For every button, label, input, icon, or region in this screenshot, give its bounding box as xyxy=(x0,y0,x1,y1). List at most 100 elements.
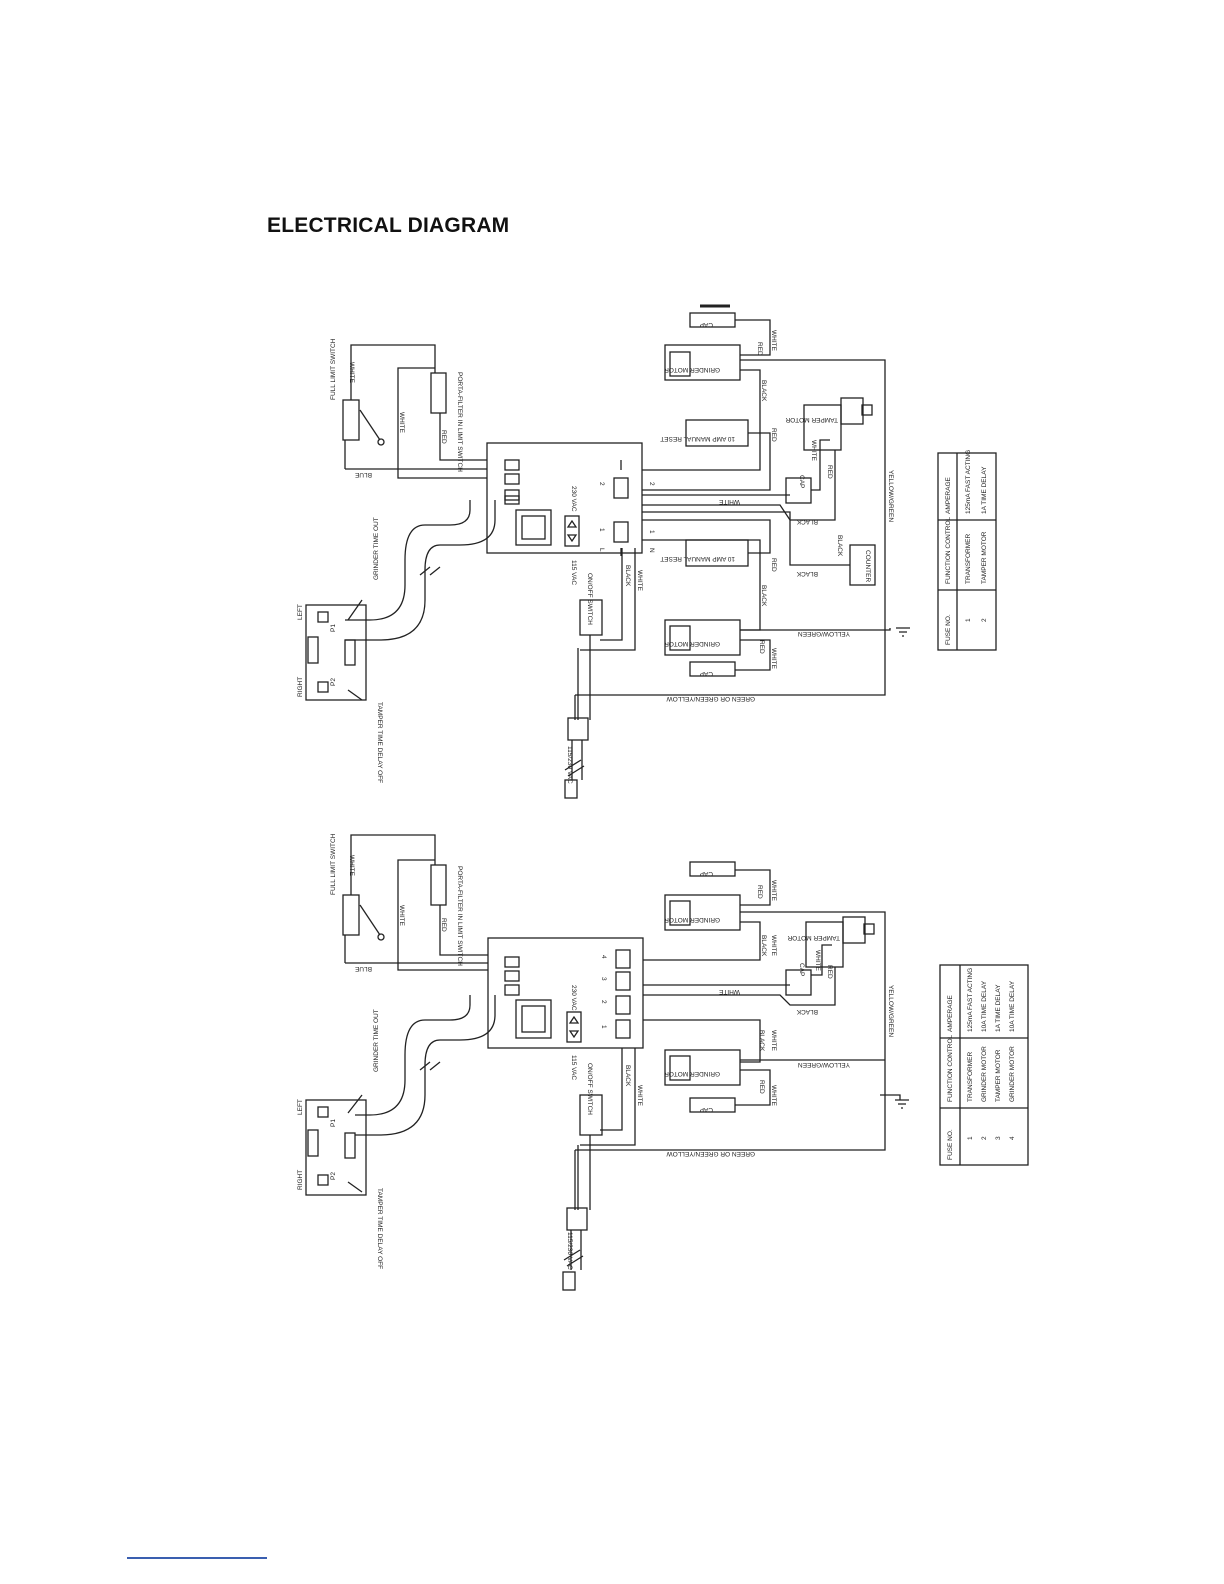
wire-label: BLUE xyxy=(354,965,372,972)
fuse-table-header: FUSE NO. xyxy=(945,614,952,645)
full-limit-switch-label-2: FULL LIMIT SWITCH xyxy=(330,833,337,895)
wire-label: BLACK xyxy=(760,380,767,402)
left-right-panel-2 xyxy=(305,1099,367,1196)
wire-label: GREEN OR GREEN/YELLOW xyxy=(666,1150,755,1157)
terminal-label: 2 xyxy=(600,1000,607,1004)
manual-reset-bottom-label: 10 AMP MANUAL RESET xyxy=(660,555,735,562)
terminal-label: L xyxy=(598,548,605,552)
p2-label: P2 xyxy=(330,678,337,686)
wire-label: WHITE xyxy=(348,362,355,384)
full-limit-switch xyxy=(342,399,360,441)
p1-label: P1 xyxy=(330,624,337,632)
cap-tamper-label: CAP xyxy=(798,475,805,488)
porta-filter-switch-label-2: PORTA-FILTER IN LIMIT SWITCH xyxy=(456,866,463,966)
wire-label: RED xyxy=(826,965,833,979)
fuse-table-cell: TRANSFORMER xyxy=(965,534,972,585)
wire-label: BLACK xyxy=(796,518,818,525)
vac-115-label-2: 115 VAC xyxy=(570,1055,577,1080)
wire-label: WHITE xyxy=(814,950,821,972)
cap-top-2 xyxy=(689,861,736,877)
fuse-table-header: AMPERAGE xyxy=(947,994,954,1032)
wire-label: WHITE xyxy=(810,440,817,462)
cap-bottom-label: CAP xyxy=(700,670,713,677)
wire-label: RED xyxy=(756,342,763,356)
wire-label: YELLOW/GREEN xyxy=(798,630,850,637)
fuse-table-cell: 2 xyxy=(981,1136,988,1140)
wire-label: RED xyxy=(440,430,447,444)
wire-label: RED xyxy=(770,428,777,442)
cap-bottom-label-2: CAP xyxy=(700,1106,713,1113)
wire-label: WHITE xyxy=(348,855,355,877)
terminal-label: 3 xyxy=(600,977,607,981)
terminal-label: 2 xyxy=(598,482,605,486)
wire-label: WHITE xyxy=(718,988,740,995)
fuse-table-cell: 10A TIME DELAY xyxy=(1009,980,1016,1032)
grinder-time-out-label: GRINDER TIME OUT xyxy=(373,517,380,580)
wire-label: WHITE xyxy=(770,935,777,957)
cap-tamper-label-2: CAP xyxy=(798,963,805,976)
wire-label: BLACK xyxy=(624,565,631,587)
transformer xyxy=(515,509,552,546)
on-off-switch-label-2: ON/OFF SWITCH xyxy=(586,1063,593,1115)
tamper-motor-2 xyxy=(805,921,844,968)
wire-label: RED xyxy=(770,558,777,572)
plug-voltage-label-2: 115/230 VAC xyxy=(566,1232,573,1270)
porta-filter-switch xyxy=(430,372,447,414)
terminal-label: 2 xyxy=(648,482,655,486)
wire-label: BLACK xyxy=(796,1008,818,1015)
cap-top-label: CAP xyxy=(700,321,713,328)
wire-label: WHITE xyxy=(770,648,777,670)
wire-label: RED xyxy=(758,640,765,654)
control-board xyxy=(486,442,643,554)
terminal-label: 1 xyxy=(598,528,605,532)
tamper-time-delay-label: TAMPER TIME DELAY OFF xyxy=(376,702,383,783)
counter-label: COUNTER xyxy=(864,550,871,582)
left-label: LEFT xyxy=(297,604,304,620)
grinder-motor-top xyxy=(664,344,741,381)
grinder-time-out-label-2: GRINDER TIME OUT xyxy=(373,1009,380,1072)
fuse-table-cell: 2 xyxy=(981,618,988,622)
wire-label: WHITE xyxy=(770,1085,777,1107)
grinder-motor-bottom-label-2: GRINDER MOTOR xyxy=(664,1070,720,1077)
porta-filter-switch-label: PORTA-FILTER IN LIMIT SWITCH xyxy=(456,372,463,472)
wire-label: RED xyxy=(826,465,833,479)
wire-label: WHITE xyxy=(718,498,740,505)
fuse-table-cell: 125mA FAST ACTING xyxy=(965,450,972,514)
p2-label-2: P2 xyxy=(330,1172,337,1180)
fuse-table-header: AMPERAGE xyxy=(945,476,952,514)
manual-reset-top-label: 10 AMP MANUAL RESET xyxy=(660,435,735,442)
full-limit-switch-label: FULL LIMIT SWITCH xyxy=(330,338,337,400)
fuse-table-header: FUSE NO. xyxy=(947,1129,954,1160)
tamper-motor-label: TAMPER MOTOR xyxy=(785,416,838,423)
diagram-1 xyxy=(305,304,997,799)
fuse-1 xyxy=(613,521,629,543)
grinder-motor-bottom xyxy=(664,619,741,656)
plug-voltage-label: 115/230 VAC xyxy=(566,746,573,784)
fuse-2 xyxy=(613,477,629,499)
fuse-table-cell: GRINDER MOTOR xyxy=(1009,1046,1016,1102)
wire-label: BLACK xyxy=(796,570,818,577)
fuse-table-cell: GRINDER MOTOR xyxy=(981,1046,988,1102)
wire-label: WHITE xyxy=(398,905,405,927)
fuse-table-header: FUNCTION CONTROL xyxy=(945,516,952,584)
fuse-table-cell: 10A TIME DELAY xyxy=(981,980,988,1032)
wire-label: BLACK xyxy=(624,1065,631,1087)
power-plug-1 xyxy=(567,717,589,741)
wire-label: WHITE xyxy=(770,1030,777,1052)
wire-label: YELLOW/GREEN xyxy=(887,985,894,1037)
right-label-2: RIGHT xyxy=(297,1170,304,1190)
wire-label: WHITE xyxy=(398,412,405,434)
wire-label: YELLOW/GREEN xyxy=(887,470,894,522)
fuse-table-1 xyxy=(937,452,997,651)
tamper-motor-label-2: TAMPER MOTOR xyxy=(787,934,840,941)
fuse-table-cell: TAMPER MOTOR xyxy=(981,531,988,584)
full-limit-switch-2 xyxy=(342,894,360,936)
wire-label: RED xyxy=(756,885,763,899)
tamper-motor xyxy=(803,404,842,451)
grinder-motor-top-label-2: GRINDER MOTOR xyxy=(664,916,720,923)
p1-label-2: P1 xyxy=(330,1119,337,1127)
fuse-table-header: FUNCTION CONTROL xyxy=(947,1034,954,1102)
voltage-selector-2 xyxy=(566,1011,582,1043)
left-label-2: LEFT xyxy=(297,1099,304,1115)
